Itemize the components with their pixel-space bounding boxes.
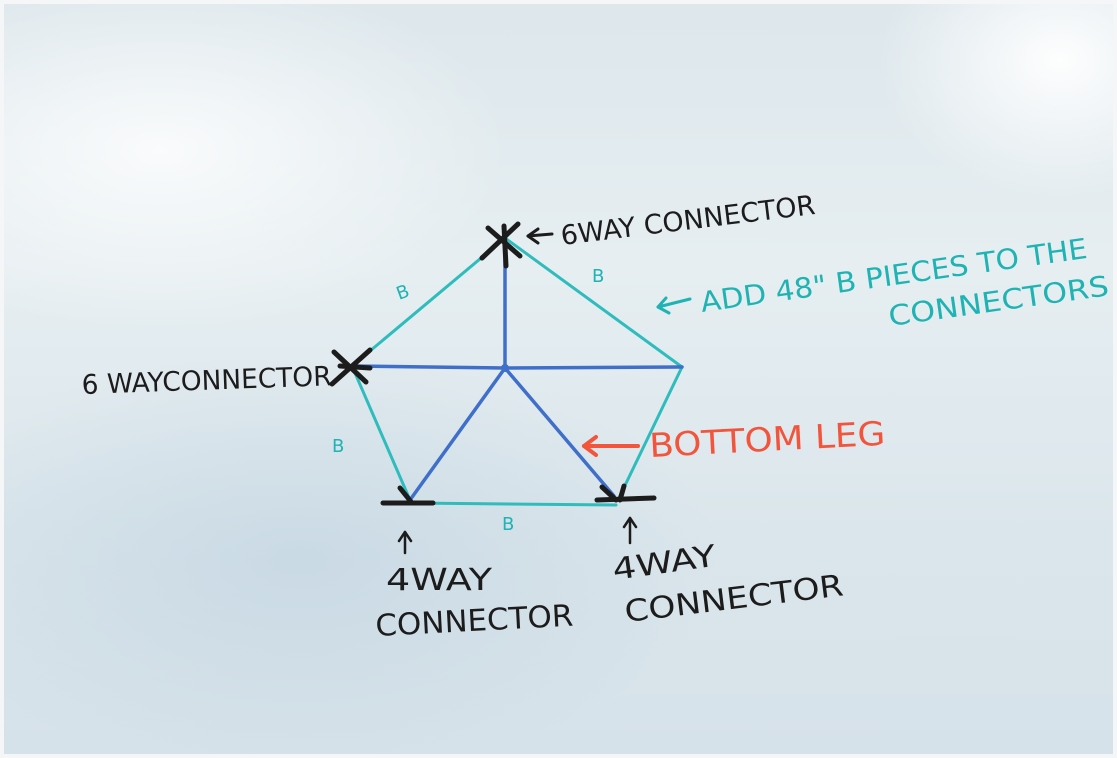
left-connector-mark [329,347,373,387]
arrows [397,227,692,555]
bottom-left-connector-mark [380,485,436,506]
arrow-bottom-leg [582,435,640,457]
arrow-bottom-left [397,530,413,555]
spoke-right [503,365,684,370]
edge-bottom [408,501,618,507]
arrow-add-pieces [656,296,692,315]
spoke-bottom-left [408,366,507,502]
edge-left-bottom [350,364,412,502]
edge-top-right [503,236,684,369]
bottom-left-label-line2: CONNECTOR [375,599,575,644]
outer-edges [350,236,684,507]
edge-right-bottom [616,365,684,502]
edge-labels: B B B B [332,266,604,535]
edge-label-bottom: B [502,514,514,535]
edge-label-top-right: B [592,266,604,287]
spoke-left [350,364,507,370]
arrow-bottom-right [622,516,638,545]
spoke-bottom-right [503,366,616,498]
connector-marks [329,221,657,506]
left-connector-label: 6 WAYCONNECTOR [81,361,332,401]
edge-label-left: B [332,436,344,457]
top-connector-mark [479,221,523,269]
bottom-leg-label: BOTTOM LEG [648,414,886,465]
bottom-left-label-line1: 4WAY [386,563,493,598]
edge-top-left [350,236,507,368]
inner-spokes [350,238,684,502]
bottom-right-connector-mark [594,483,657,503]
arrow-top-connector [526,227,554,245]
top-connector-label: 6WAY CONNECTOR [559,190,817,252]
edge-label-top-left: B [394,281,413,305]
bottom-right-label-line1: 4WAY [610,539,719,588]
center-hub [501,364,509,372]
